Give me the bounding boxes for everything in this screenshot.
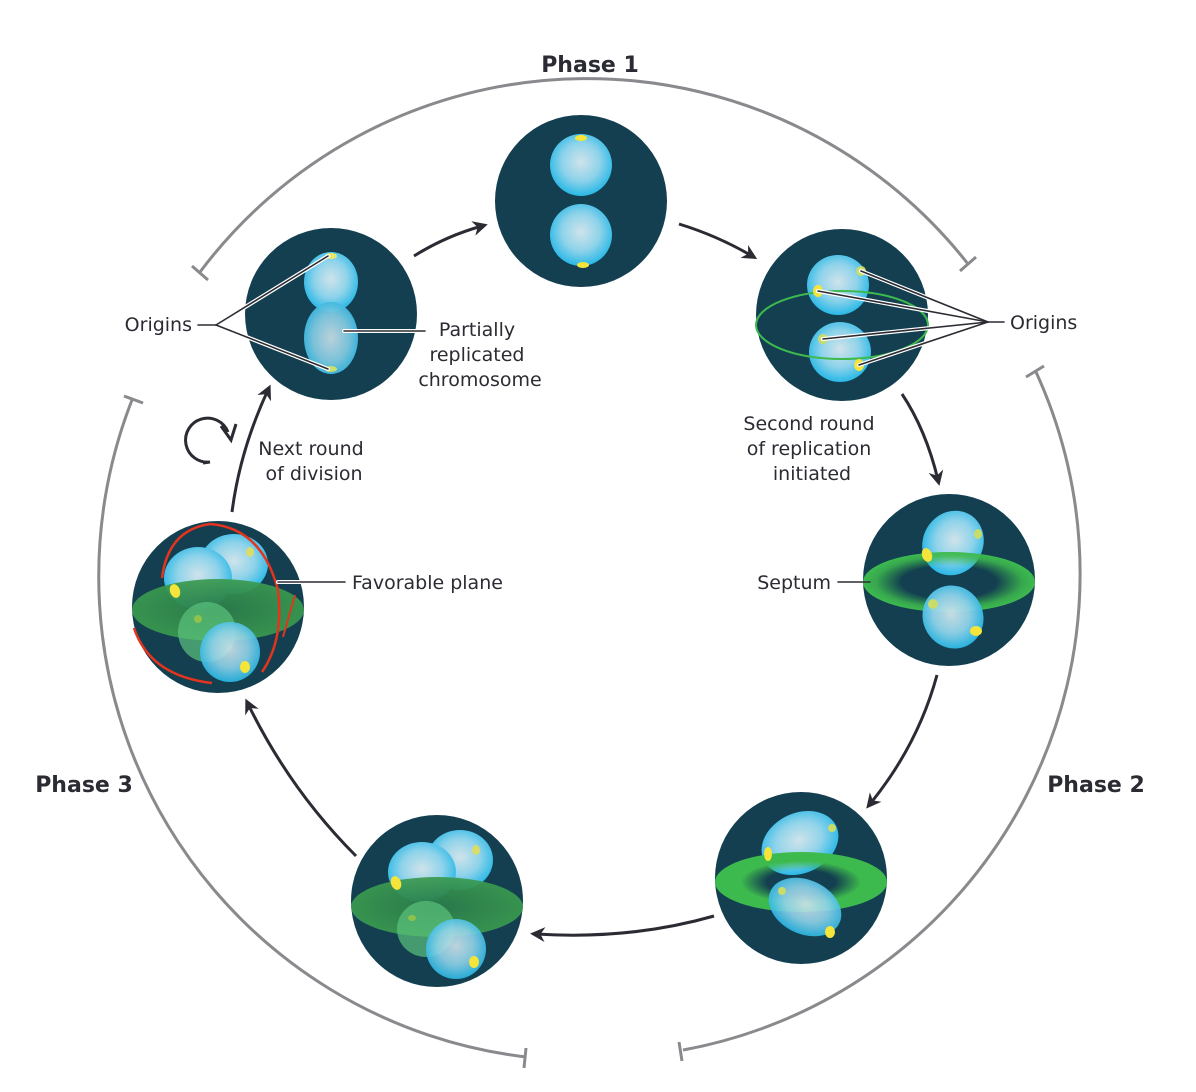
phase1-bracket <box>198 77 970 273</box>
origin-dot <box>390 876 402 890</box>
partially-replicated-label-line: Partially <box>439 319 515 341</box>
origins-right-pointer <box>860 270 989 323</box>
second-round-label: Second round of replication initiated <box>743 413 880 485</box>
chromosome <box>304 302 358 374</box>
arrow-stage4-to-stage5 <box>866 674 939 809</box>
origins-right-pointer <box>822 321 989 340</box>
phase3-label: Phase 3 <box>35 773 133 798</box>
phase2-label: Phase 2 <box>1047 773 1145 798</box>
origin-dot <box>825 926 835 938</box>
origin-dot <box>928 599 938 609</box>
phase-brackets <box>97 77 1082 1069</box>
origin-dot <box>575 135 587 141</box>
origins-right-pointer <box>817 290 989 323</box>
stage-two-chromosomes-cell <box>495 115 667 287</box>
chromosome <box>550 134 612 196</box>
plane-outline <box>132 627 213 685</box>
chromosome <box>922 585 984 649</box>
origins-right-pointer <box>858 321 989 366</box>
chromosome <box>768 877 842 937</box>
favorable-plane-label: Favorable plane <box>352 572 503 594</box>
origin-dot <box>764 847 772 861</box>
partially-replicated-label: Partially replicated chromosome <box>418 319 541 391</box>
stage-second-round-cell <box>755 229 929 401</box>
origins-right-label: Origins <box>1010 312 1077 334</box>
stage-septum-forming-cell <box>863 494 1035 666</box>
origin-dot <box>408 915 416 921</box>
rotation-cycle-icon <box>184 416 238 465</box>
flow-arrows <box>230 221 944 943</box>
septum-ring-outline <box>755 290 929 360</box>
arrow-stage6-to-stage7 <box>245 698 358 858</box>
origin-dot <box>974 529 982 539</box>
origin-dot <box>577 262 589 268</box>
septum <box>863 552 1035 612</box>
origin-dot <box>828 824 836 832</box>
origin-dot <box>240 661 250 673</box>
phase1-label: Phase 1 <box>541 53 639 78</box>
chromosome <box>200 622 260 682</box>
stage-daughter-cells <box>351 815 523 987</box>
origin-dot <box>469 956 479 968</box>
stage-septum-closing-cell <box>715 792 887 964</box>
partially-replicated-label-line: replicated <box>429 344 524 366</box>
arrow-stage2-to-stage3 <box>678 222 758 260</box>
stage-partially-replicated-cell <box>245 228 417 400</box>
origin-dot <box>194 615 202 623</box>
chromosome <box>809 322 871 382</box>
phase3-bracket-tick-top <box>123 394 144 405</box>
phase3-bracket <box>97 399 527 1059</box>
second-round-label-line: Second round <box>743 413 874 435</box>
plane-outline <box>282 594 296 638</box>
origins-left-pointer <box>215 324 329 370</box>
next-round-label-line: of division <box>265 463 362 485</box>
origin-dot <box>472 845 480 855</box>
partially-replicated-label-line: chromosome <box>418 369 541 391</box>
next-round-label-line: Next round <box>258 438 363 460</box>
origins-left-label: Origins <box>125 314 192 336</box>
arrow-stage7-to-stage1 <box>230 384 271 513</box>
chromosome <box>426 919 486 979</box>
origins-left-pointer <box>215 255 329 326</box>
phase3-bracket-tick-bottom <box>522 1047 528 1069</box>
phase2-bracket-tick-bottom <box>677 1041 684 1062</box>
chromosome <box>304 252 358 312</box>
origin-dot <box>169 584 181 598</box>
next-round-label: Next round of division <box>258 438 370 485</box>
origin-dot <box>246 547 254 557</box>
plane-outline <box>160 522 281 673</box>
septum-label: Septum <box>757 572 831 594</box>
chromosome <box>807 255 869 315</box>
arrow-stage1-to-stage2 <box>413 221 488 258</box>
leader-lines <box>197 254 1005 584</box>
second-round-label-line: of replication <box>747 438 872 460</box>
arrow-stage3-to-stage4 <box>900 393 944 486</box>
arrow-stage5-to-stage6 <box>530 914 715 943</box>
stage-favorable-plane-cell <box>132 521 304 693</box>
second-round-label-line: initiated <box>773 463 851 485</box>
phase2-bracket <box>682 371 1082 1052</box>
origin-dot <box>921 548 933 562</box>
origin-dot <box>970 626 982 636</box>
phase1-bracket-tick-right <box>959 255 977 273</box>
cell-body <box>495 115 667 287</box>
origin-dot <box>778 887 786 895</box>
phase2-bracket-tick-top <box>1025 364 1045 379</box>
chromosome <box>550 204 612 266</box>
phase1-bracket-tick-left <box>191 264 209 282</box>
